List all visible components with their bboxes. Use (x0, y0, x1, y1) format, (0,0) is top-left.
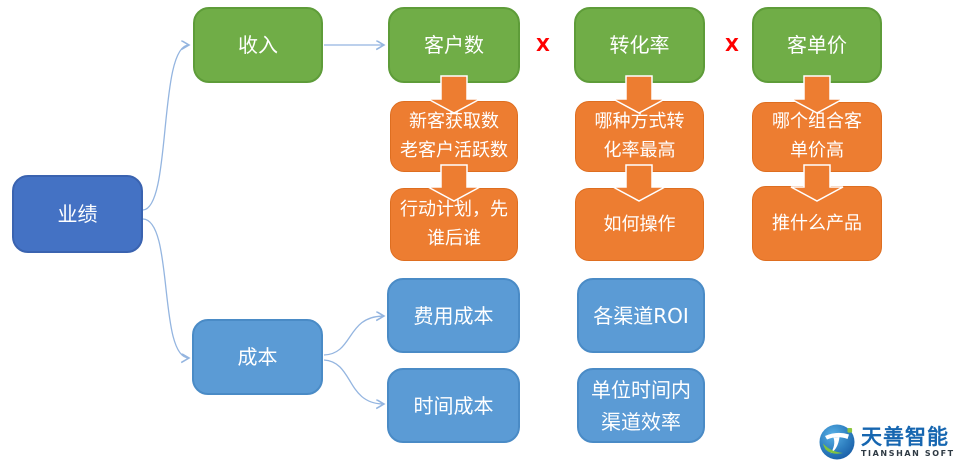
node-revenue-label: 收入 (238, 33, 278, 57)
node-average-order-value-label: 客单价 (787, 33, 847, 57)
node-question-customer: 新客获取数 老客户活跃数 (390, 101, 518, 172)
multiply-sign-1: X (536, 34, 550, 56)
node-channel-efficiency: 单位时间内 渠道效率 (577, 368, 705, 443)
node-action-aov: 推什么产品 (752, 186, 882, 261)
logo-subtitle: TIANSHAN SOFT (861, 448, 955, 458)
node-conversion-rate: 转化率 (574, 7, 705, 83)
node-channel-efficiency-label: 单位时间内 渠道效率 (591, 377, 691, 434)
node-customer-count: 客户数 (388, 7, 520, 83)
node-question-conversion-label: 哪种方式转 化率最高 (594, 110, 685, 161)
logo-name: 天善智能 (861, 424, 949, 449)
node-action-aov-label: 推什么产品 (772, 212, 862, 234)
node-channel-roi-label: 各渠道ROI (593, 303, 689, 328)
node-cost-label: 成本 (237, 345, 278, 369)
connector-cost-expense (323, 316, 384, 356)
node-question-aov: 哪个组合客 单价高 (752, 102, 882, 172)
node-question-aov-label: 哪个组合客 单价高 (772, 111, 862, 161)
node-question-conversion: 哪种方式转 化率最高 (575, 101, 704, 172)
node-question-customer-label: 新客获取数 老客户活跃数 (400, 110, 508, 161)
connector-cost-time (323, 359, 384, 404)
tianshan-logo-text: 天善智能 TIANSHAN SOFT (861, 424, 955, 458)
node-action-conversion: 如何操作 (575, 188, 704, 261)
node-cost: 成本 (192, 319, 323, 395)
node-expense-cost-label: 费用成本 (413, 303, 494, 328)
connector-performance-revenue (142, 45, 189, 211)
node-action-customer-label: 行动计划，先 谁后谁 (400, 198, 508, 249)
node-average-order-value: 客单价 (752, 7, 882, 83)
connector-performance-cost (142, 218, 189, 358)
multiply-sign-2: X (725, 34, 739, 56)
node-conversion-rate-label: 转化率 (609, 33, 670, 57)
node-customer-count-label: 客户数 (424, 33, 484, 57)
node-action-customer: 行动计划，先 谁后谁 (390, 188, 518, 261)
node-time-cost: 时间成本 (387, 368, 520, 443)
tianshan-logo: 天善智能 TIANSHAN SOFT (818, 423, 955, 461)
node-performance: 业绩 (12, 175, 143, 253)
node-revenue: 收入 (193, 7, 323, 83)
node-time-cost-label: 时间成本 (413, 393, 494, 418)
node-channel-roi: 各渠道ROI (577, 278, 705, 353)
node-action-conversion-label: 如何操作 (603, 213, 676, 235)
node-performance-label: 业绩 (57, 202, 98, 226)
tianshan-logo-icon (819, 424, 855, 460)
node-expense-cost: 费用成本 (387, 278, 520, 353)
